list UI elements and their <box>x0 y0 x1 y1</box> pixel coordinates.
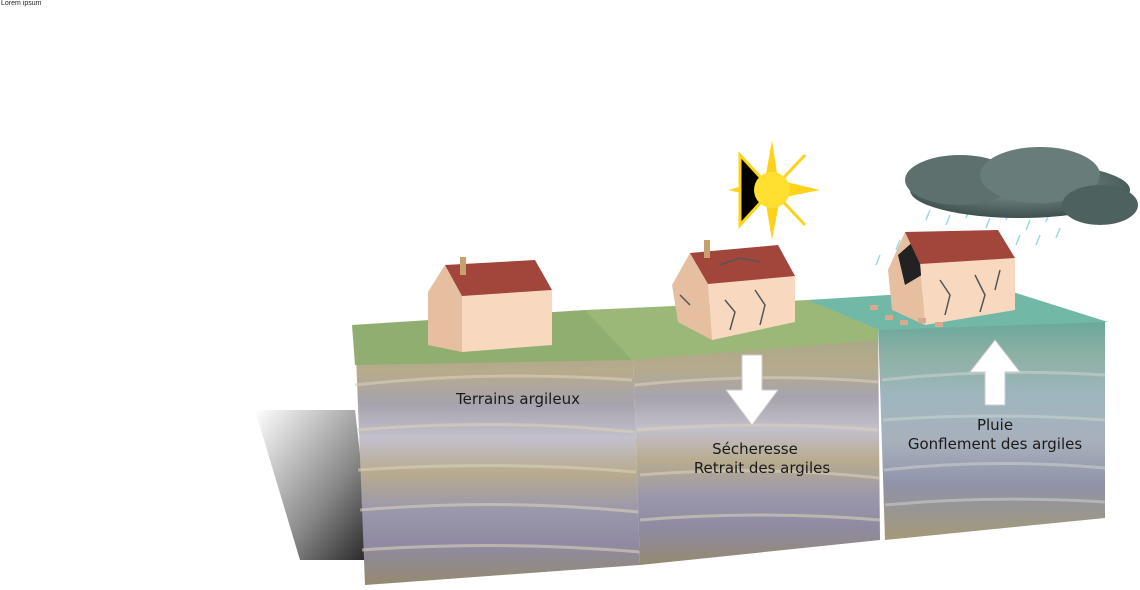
up-arrow-icon <box>968 339 1022 406</box>
house-cracked <box>672 240 795 340</box>
sun-icon <box>728 140 820 240</box>
label-clay-swelling: Gonflement des argiles <box>908 435 1082 453</box>
block-drought <box>585 140 881 565</box>
house-damaged <box>870 230 1015 327</box>
block-clay-soil <box>352 257 641 585</box>
block-rain <box>808 147 1138 540</box>
caption: Lorem ipsum <box>1 0 42 7</box>
rain-cloud-icon <box>875 147 1138 266</box>
house-intact <box>428 257 552 352</box>
label-clay-shrinkage: Retrait des argiles <box>694 459 831 477</box>
label-rain: Pluie <box>977 416 1013 434</box>
label-clay-soil: Terrains argileux <box>455 390 580 408</box>
block-shadow <box>255 410 372 560</box>
label-drought: Sécheresse <box>712 440 798 458</box>
down-arrow-icon <box>725 354 779 426</box>
